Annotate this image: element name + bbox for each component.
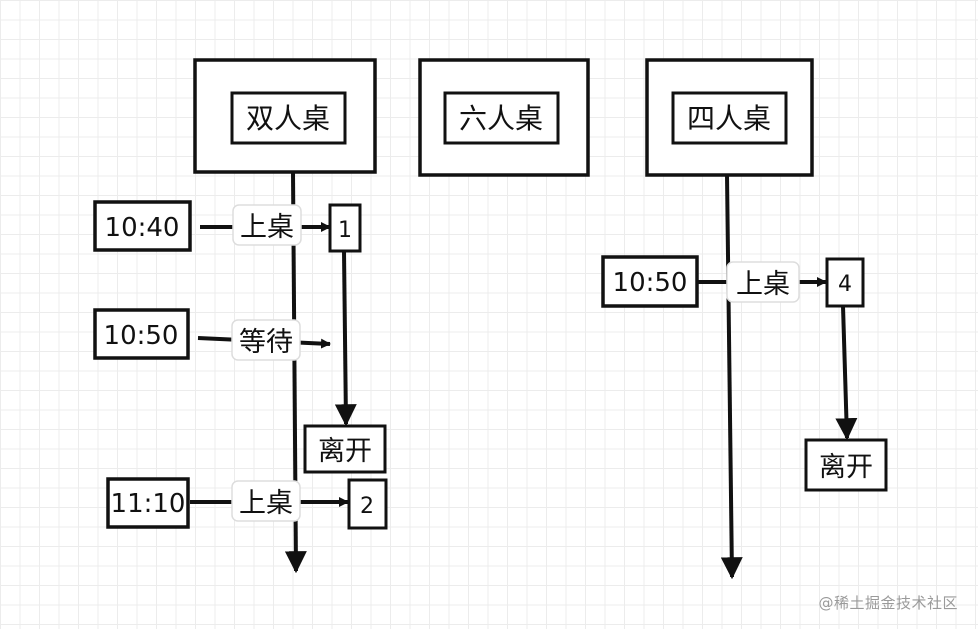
event-action: 上桌 [240, 212, 294, 243]
table-four: 四人桌 [645, 58, 814, 177]
leave-label: 离开 [819, 452, 873, 483]
timeline-four [720, 174, 743, 580]
event-row: 11:10 上桌 2 [106, 477, 388, 530]
seat-slot: 2 [360, 494, 374, 519]
event-time: 10:50 [104, 321, 179, 351]
leave-label: 离开 [318, 436, 372, 467]
table-label: 双人桌 [246, 102, 330, 135]
seat-slot: 1 [338, 218, 352, 243]
event-row: 10:50 等待 [93, 308, 331, 361]
leave-box: 离开 [303, 424, 387, 474]
leave-box: 离开 [804, 438, 888, 492]
event-time: 10:50 [613, 268, 688, 298]
table-double: 双人桌 [193, 58, 377, 174]
table-label: 四人桌 [687, 102, 771, 135]
seat-slot: 4 [838, 272, 852, 297]
table-six: 六人桌 [418, 58, 590, 177]
event-action: 上桌 [736, 269, 790, 300]
event-time: 10:40 [105, 213, 180, 243]
watermark: @稀土掘金技术社区 [818, 594, 958, 612]
leave-arrow [334, 250, 357, 427]
table-label: 六人桌 [459, 102, 543, 135]
event-row: 10:50 上桌 4 [601, 255, 865, 308]
event-action: 等待 [239, 327, 293, 358]
leave-arrow [835, 305, 858, 441]
event-time: 11:10 [111, 489, 186, 519]
event-action: 上桌 [239, 488, 293, 519]
event-row: 10:40 上桌 1 [93, 200, 362, 253]
